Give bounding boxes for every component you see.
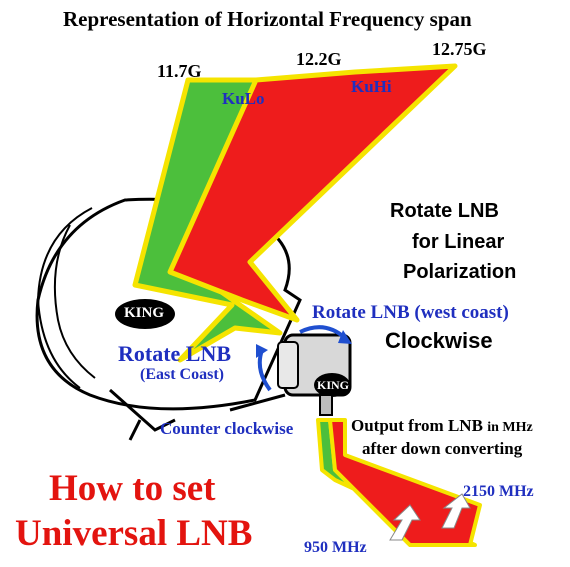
kuhi-band <box>167 63 458 323</box>
output-arrow-2150 <box>441 493 471 529</box>
freq-12-75g: 12.75G <box>432 39 487 59</box>
output-arrow-950 <box>389 504 421 541</box>
kulo-label: KuLo <box>222 89 265 108</box>
dish-support-arm <box>109 388 176 432</box>
output-line1: Output from LNB in MHz <box>351 417 533 435</box>
king-logo-dish <box>115 299 175 329</box>
clockwise-arrowhead <box>338 330 352 344</box>
lnb-feed-arm <box>229 393 286 412</box>
dish-rim <box>36 207 93 389</box>
dish-inner-curve <box>53 224 96 379</box>
output-line2: after down converting <box>362 439 523 458</box>
headline-line1: How to set <box>49 468 216 509</box>
freq-11-7g: 11.7G <box>157 61 202 81</box>
output-freq-2150: 2150 MHz <box>463 483 534 500</box>
instruction-line3: Polarization <box>403 261 517 283</box>
clockwise-label: Clockwise <box>385 328 493 353</box>
output-red-band <box>328 418 482 547</box>
freq-12-2g: 12.2G <box>296 49 342 69</box>
king-logo-lnb <box>314 373 350 397</box>
east-coast-label: Rotate LNB <box>118 341 232 366</box>
output-freq-950: 950 MHz <box>304 539 367 556</box>
kuhi-label: KuHi <box>351 77 392 96</box>
counter-clockwise-label: Counter clockwise <box>160 419 294 438</box>
instruction-line1: Rotate LNB <box>390 200 499 222</box>
king-text-dish: KING <box>124 305 165 321</box>
lnb-horn <box>277 341 299 389</box>
output-line1-main: Output from LNB <box>351 416 488 435</box>
east-coast-sub: (East Coast) <box>140 366 224 383</box>
diagram-title: Representation of Horizontal Frequency s… <box>63 7 472 31</box>
instruction-line2: for Linear <box>412 231 505 253</box>
counter-clockwise-arrowhead <box>256 344 268 358</box>
lnb-connector <box>319 394 333 416</box>
west-coast-label: Rotate LNB (west coast) <box>312 302 509 323</box>
dish-support-strut <box>128 419 142 441</box>
king-text-lnb: KING <box>317 378 350 392</box>
output-line1-unit: in MHz <box>487 420 533 435</box>
headline-line2: Universal LNB <box>15 513 253 554</box>
